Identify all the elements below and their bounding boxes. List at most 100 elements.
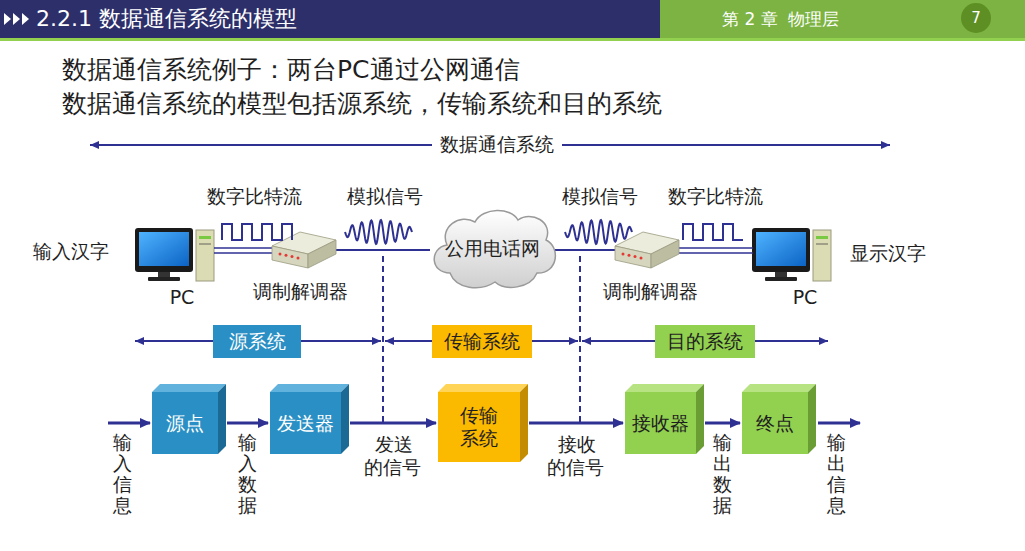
body-text: 数据通信系统的模型包括源系统，传输系统和目的系统 [62, 89, 662, 119]
square-wave [222, 224, 292, 240]
system-band: 传输系统 [432, 325, 532, 358]
base [765, 277, 797, 281]
cable [214, 247, 274, 249]
box-front [438, 392, 520, 462]
signal-label: 模拟信号 [347, 185, 423, 208]
tower [813, 230, 831, 281]
flow-arrow [705, 422, 740, 425]
node-text: 发送器 [277, 412, 334, 435]
cable [677, 247, 753, 249]
square-wave [683, 224, 743, 240]
box-top [625, 384, 704, 392]
box-top [438, 384, 528, 392]
monitor [135, 228, 193, 272]
box-side [696, 384, 704, 454]
node-text: 传输系统 [459, 404, 499, 450]
signal-label: 模拟信号 [562, 185, 638, 208]
flow-label: 输出信息 [827, 432, 846, 516]
modem-side [651, 240, 679, 268]
network-cloud: 公用电话网 [425, 203, 560, 293]
drive-slot [816, 243, 828, 245]
flow-arrow [529, 422, 623, 425]
bullet [22, 13, 29, 25]
pc-icon [135, 228, 214, 281]
drive-light [816, 236, 828, 239]
chapter-label: 第 2 章 物理层 [722, 0, 839, 38]
modem-leds [279, 253, 300, 260]
base [148, 277, 180, 281]
node-text: 目的系统 [667, 330, 743, 353]
title-bullets [4, 13, 29, 25]
drive-slot [199, 243, 211, 245]
phone-line [555, 249, 617, 251]
dashed-boundary [579, 256, 581, 424]
flow-arrow [350, 422, 436, 425]
modem-front [272, 246, 308, 268]
box-front [152, 392, 218, 454]
signal-label: 数字比特流 [668, 185, 763, 208]
flow-label: 输入信息 [113, 432, 132, 516]
dashed-boundary [382, 256, 384, 424]
io-label: 显示汉字 [850, 242, 926, 265]
span-label: 数据通信系统 [432, 133, 562, 156]
io-label: 输入汉字 [33, 240, 109, 263]
box-side [808, 384, 816, 454]
box-front [742, 392, 808, 454]
system-band: 目的系统 [655, 325, 755, 358]
component-box: 终点 [742, 392, 808, 454]
component-box: 发送器 [270, 392, 341, 454]
box-front [625, 392, 696, 454]
component-box: 接收器 [625, 392, 696, 454]
component-box: 源点 [152, 392, 218, 454]
node-text: 源点 [166, 412, 204, 435]
signal-label: 数字比特流 [207, 185, 302, 208]
flow-arrow [227, 422, 268, 425]
header-rule [0, 38, 1025, 41]
cable [214, 252, 274, 254]
bullet [13, 13, 20, 25]
screen [756, 232, 806, 266]
edge-label: 输入数据 [238, 432, 257, 516]
edge-label: 输出数据 [713, 432, 732, 516]
bullet [4, 13, 11, 25]
analog-wave [565, 220, 632, 244]
pc-icon [752, 228, 831, 281]
node-text: 传输系统 [444, 330, 520, 353]
monitor [752, 228, 810, 272]
slide-title: 2.2.1 数据通信系统的模型 [36, 0, 297, 38]
device-label: PC [170, 286, 195, 309]
page-number: 7 [971, 3, 981, 33]
modem-side [308, 240, 336, 268]
analog-wave [345, 220, 412, 244]
box-side [341, 384, 349, 454]
modem-front [615, 246, 651, 268]
input-arrow [108, 422, 150, 425]
component-box: 传输系统 [438, 392, 520, 462]
node-text: 终点 [756, 412, 794, 435]
box-side [218, 384, 226, 454]
box-top [270, 384, 349, 392]
box-top [742, 384, 816, 392]
system-band: 源系统 [213, 325, 301, 358]
tower [196, 230, 214, 281]
box-top [152, 384, 226, 392]
phone-line [336, 249, 430, 251]
box-side [520, 384, 528, 462]
node-text: 公用电话网 [445, 237, 540, 260]
cable [677, 252, 753, 254]
screen [139, 232, 189, 266]
modem-leds [622, 253, 643, 260]
edge-label: 接收的信号 [547, 433, 606, 479]
device-label: PC [793, 286, 818, 309]
body-text: 数据通信系统例子：两台PC通过公网通信 [62, 55, 520, 85]
edge-label: 发送的信号 [364, 433, 423, 479]
node-text: 接收器 [632, 412, 689, 435]
cloud-outline [434, 210, 555, 287]
drive-light [199, 236, 211, 239]
node-text: 源系统 [229, 330, 286, 353]
device-label: 调制解调器 [603, 280, 698, 303]
output-arrow [818, 422, 860, 425]
box-front [270, 392, 341, 454]
device-label: 调制解调器 [253, 280, 348, 303]
